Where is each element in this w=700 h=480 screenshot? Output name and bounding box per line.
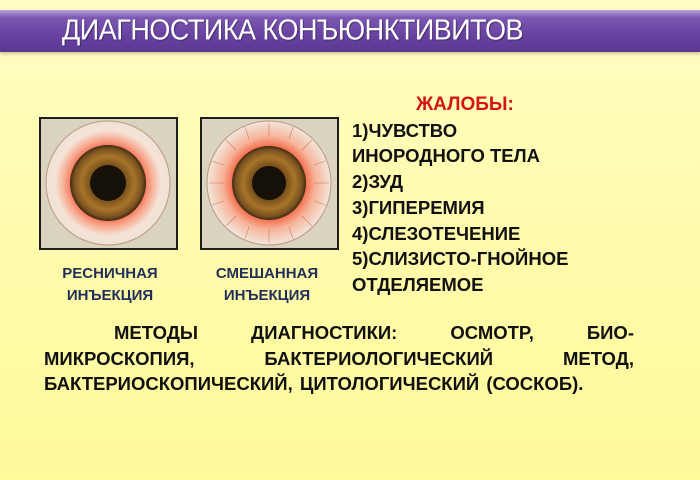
eye-mixed-icon (206, 120, 332, 246)
caption-line: РЕСНИЧНАЯ (62, 265, 158, 282)
ciliary-injection-image (39, 117, 178, 250)
mixed-injection-caption: СМЕШАННАЯ ИНЪЕКЦИЯ (192, 263, 342, 307)
title-bar: ДИАГНОСТИКА КОНЪЮНКТИВИТОВ (0, 10, 700, 52)
complaint-item: 3)ГИПЕРЕМИЯ (352, 196, 485, 218)
caption-line: ИНЪЕКЦИЯ (223, 287, 311, 304)
complaint-item: ИНОРОДНОГО ТЕЛА (352, 145, 540, 167)
caption-line: ИНЪЕКЦИЯ (66, 287, 154, 304)
complaint-item: 1)ЧУВСТВО (352, 119, 458, 141)
complaint-item: ОТДЕЛЯЕМОЕ (352, 273, 484, 295)
caption-line: СМЕШАННАЯ (215, 265, 319, 282)
ciliary-injection-caption: РЕСНИЧНАЯ ИНЪЕКЦИЯ (35, 263, 185, 307)
eye-ciliary-icon (45, 120, 171, 246)
complaint-item: 2)ЗУД (352, 171, 404, 193)
slide-title: ДИАГНОСТИКА КОНЪЮНКТИВИТОВ (62, 14, 523, 46)
diagnostic-methods-paragraph: МЕТОДЫ ДИАГНОСТИКИ: ОСМОТР, БИО-МИКРОСКО… (44, 322, 634, 394)
complaints-heading: ЖАЛОБЫ: (416, 94, 514, 115)
complaint-item: 5)СЛИЗИСТО-ГНОЙНОЕ (352, 248, 569, 270)
complaints-block: ЖАЛОБЫ: 1)ЧУВСТВО ИНОРОДНОГО ТЕЛА 2)ЗУД … (352, 92, 622, 298)
mixed-injection-image (200, 117, 339, 250)
complaint-item: 4)СЛЕЗОТЕЧЕНИЕ (352, 222, 521, 244)
